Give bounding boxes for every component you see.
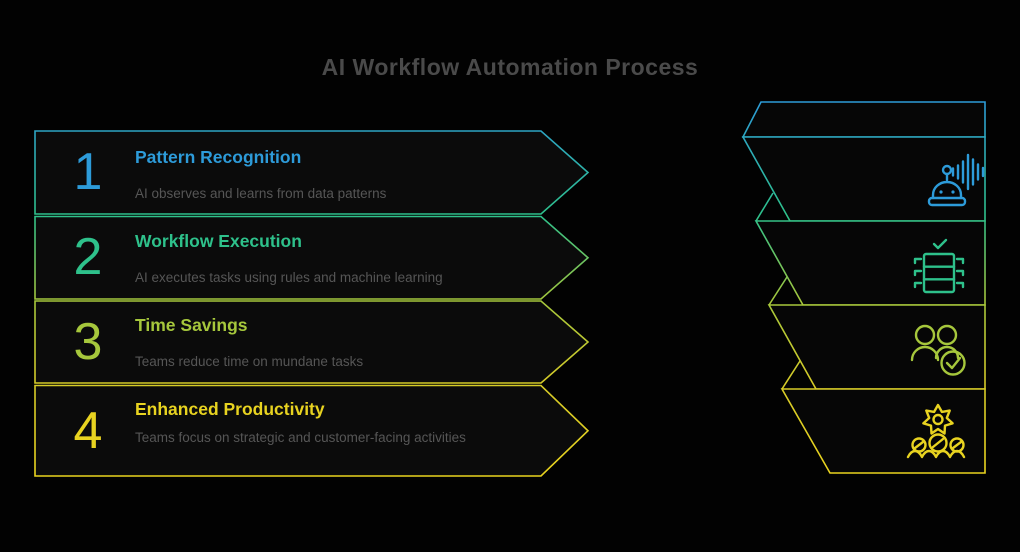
- ribbon-fold-crease-2: [768, 276, 788, 306]
- page-title: AI Workflow Automation Process: [321, 54, 699, 80]
- ribbon-top-fold: [741, 101, 986, 138]
- automation-check-icon: [913, 238, 965, 294]
- ribbon-band-1: [741, 136, 986, 222]
- step-3-arrow-shape: [34, 300, 590, 384]
- step-1-description: AI observes and learns from data pattern…: [135, 186, 387, 201]
- step-4-number: 4: [73, 402, 103, 460]
- ribbon-band-3: [767, 304, 986, 390]
- step-1-number: 1: [73, 143, 103, 201]
- robot-voice-icon: [927, 153, 985, 207]
- step-3-number: 3: [73, 313, 103, 371]
- ribbon-fold-crease-3: [781, 360, 801, 390]
- step-4-arrow-shape: [34, 384, 590, 477]
- step-3-description: Teams reduce time on mundane tasks: [135, 354, 364, 369]
- step-1-arrow-shape: [34, 130, 590, 215]
- step-4-title: Enhanced Productivity: [135, 399, 325, 419]
- ribbon-fold-crease-1: [755, 192, 774, 222]
- team-approved-icon: [910, 324, 966, 376]
- step-2-title: Workflow Execution: [135, 231, 302, 251]
- gear-team-icon: [906, 403, 966, 459]
- step-2-description: AI executes tasks using rules and machin…: [135, 270, 443, 285]
- step-2-arrow-shape: [34, 215, 590, 300]
- step-3-title: Time Savings: [135, 315, 248, 335]
- step-1-title: Pattern Recognition: [135, 147, 302, 167]
- ribbon-band-4: [780, 388, 986, 474]
- step-2-number: 2: [73, 228, 103, 286]
- step-4-description: Teams focus on strategic and customer-fa…: [135, 430, 466, 445]
